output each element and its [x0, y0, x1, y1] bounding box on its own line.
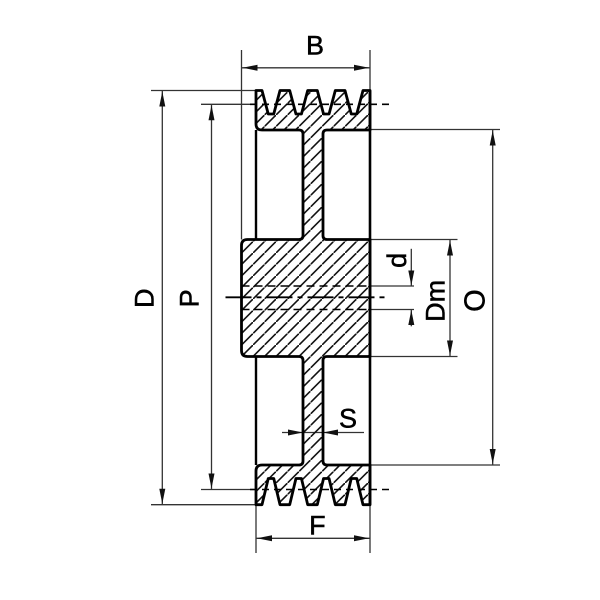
svg-text:d: d — [382, 253, 412, 268]
svg-text:B: B — [306, 31, 324, 61]
svg-text:P: P — [175, 289, 205, 307]
svg-text:O: O — [459, 289, 491, 312]
svg-text:F: F — [309, 511, 326, 541]
svg-text:S: S — [339, 403, 357, 433]
svg-text:D: D — [130, 289, 160, 309]
svg-text:Dm: Dm — [421, 280, 451, 322]
